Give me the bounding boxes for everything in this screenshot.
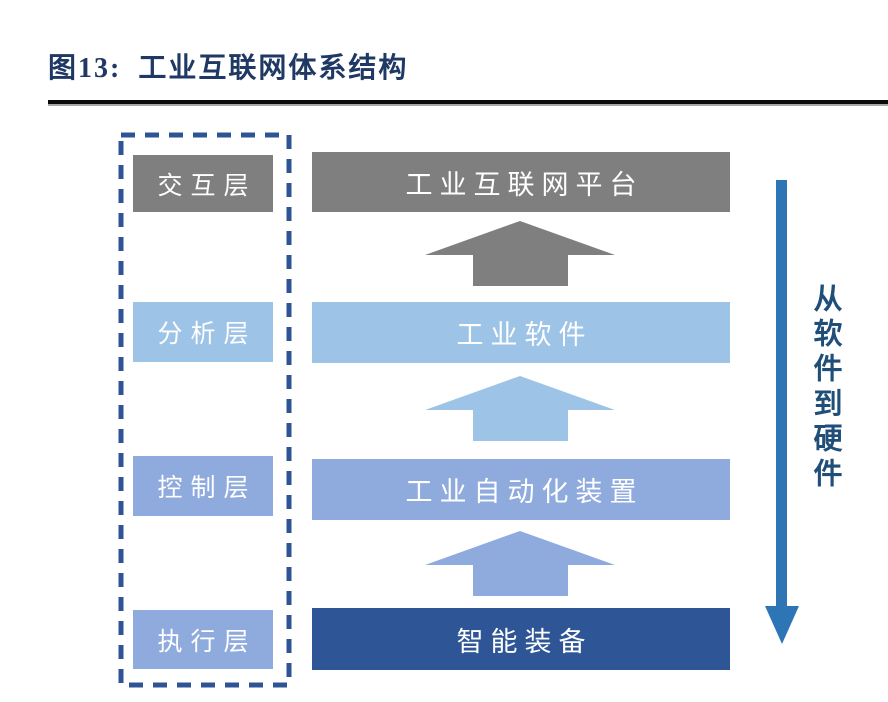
- figure-title: 图13: 工业互联网体系结构: [48, 53, 409, 84]
- up-arrow-medium-blue: [425, 531, 615, 596]
- down-arrow-head: [765, 606, 799, 644]
- layer-label-analysis: 分析层: [133, 302, 273, 362]
- up-arrow-light-blue: [425, 376, 615, 441]
- bar-industrial-internet-platform: 工业互联网平台: [312, 152, 730, 212]
- dashed-rect: [118, 132, 292, 688]
- up-arrow-gray-shape: [425, 221, 615, 286]
- layer-labels-dashed-outline: [118, 132, 292, 688]
- up-arrow-gray: [425, 221, 615, 286]
- layer-label-execution: 执行层: [133, 610, 273, 669]
- bar-intelligent-equipment: 智能装备: [312, 608, 730, 670]
- bar-industrial-automation-equipment: 工业自动化装置: [312, 459, 730, 520]
- software-to-hardware-down-arrow: [765, 180, 799, 644]
- bar-industrial-software: 工业软件: [312, 302, 730, 363]
- layer-label-control: 控制层: [133, 456, 273, 516]
- down-arrow-shaft: [776, 180, 787, 608]
- up-arrow-medium-blue-shape: [425, 531, 615, 596]
- title-divider: [48, 100, 888, 106]
- layer-label-interaction: 交互层: [133, 155, 273, 212]
- flow-note-vertical-text: 从软件到硬件: [809, 283, 841, 493]
- up-arrow-light-blue-shape: [425, 376, 615, 441]
